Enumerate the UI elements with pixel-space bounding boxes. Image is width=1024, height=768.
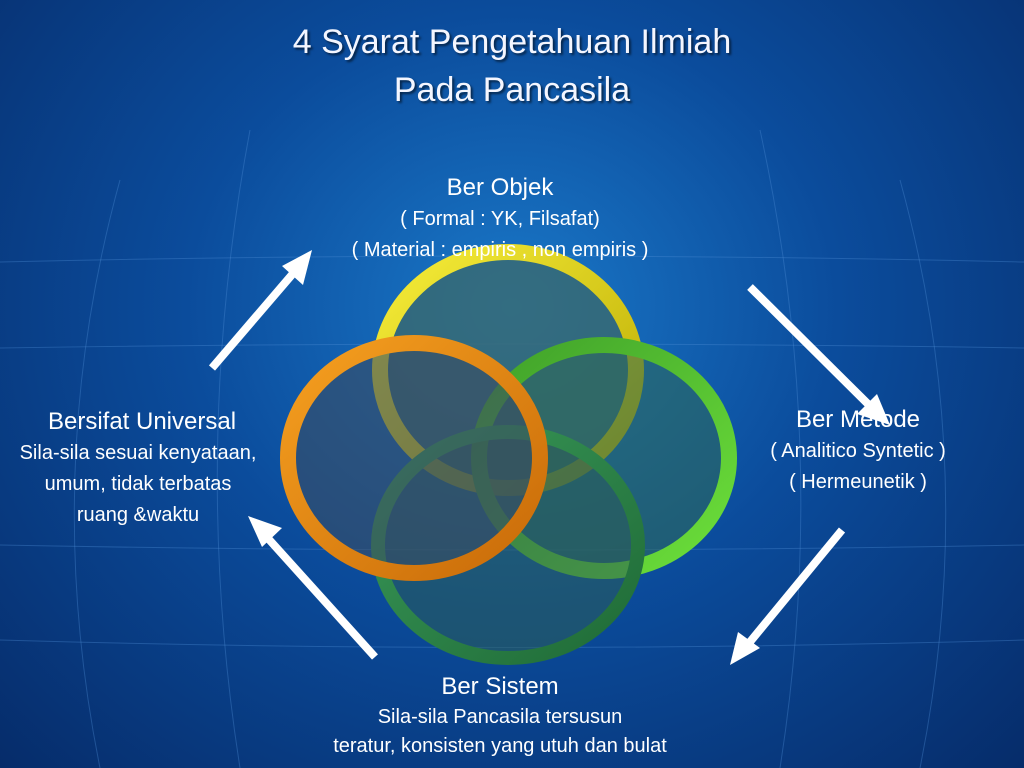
node-line: teratur, konsisten yang utuh dan bulat [333,735,667,757]
page-title-line-1: 4 Syarat Pengetahuan Ilmiah [292,23,732,61]
node-heading: Ber Sistem [441,673,559,700]
node-line: Sila-sila Pancasila tersusun [377,706,623,728]
node-bersifat-universal: Bersifat Universal Sila-sila sesuai keny… [0,406,284,531]
node-line: ( Hermeunetik ) [789,471,927,493]
node-line: Sila-sila sesuai kenyataan, [19,442,257,464]
node-heading: Bersifat Universal [47,408,237,435]
arrow-top-to-right-icon [747,284,890,425]
node-line: ( Analitico Syntetic ) [770,440,946,462]
arrow-left-to-top-icon [208,250,312,371]
node-ber-sistem: Ber Sistem Sila-sila Pancasila tersusun … [250,671,750,761]
arrow-right-to-bottom-icon [730,527,846,665]
node-ber-metode: Ber Metode ( Analitico Syntetic ) ( Herm… [730,404,986,498]
node-line: ( Material : empiris , non empiris ) [351,239,649,261]
node-heading: Ber Objek [446,174,554,201]
node-line: umum, tidak terbatas [44,473,232,495]
arrow-bottom-to-left-icon [248,516,378,660]
node-heading: Ber Metode [795,406,921,433]
ring-orange [280,335,548,581]
node-ber-objek: Ber Objek ( Formal : YK, Filsafat) ( Mat… [300,172,700,266]
node-line: ruang &waktu [76,504,200,526]
page-title-line-2: Pada Pancasila [393,71,631,109]
node-line: ( Formal : YK, Filsafat) [400,208,600,230]
